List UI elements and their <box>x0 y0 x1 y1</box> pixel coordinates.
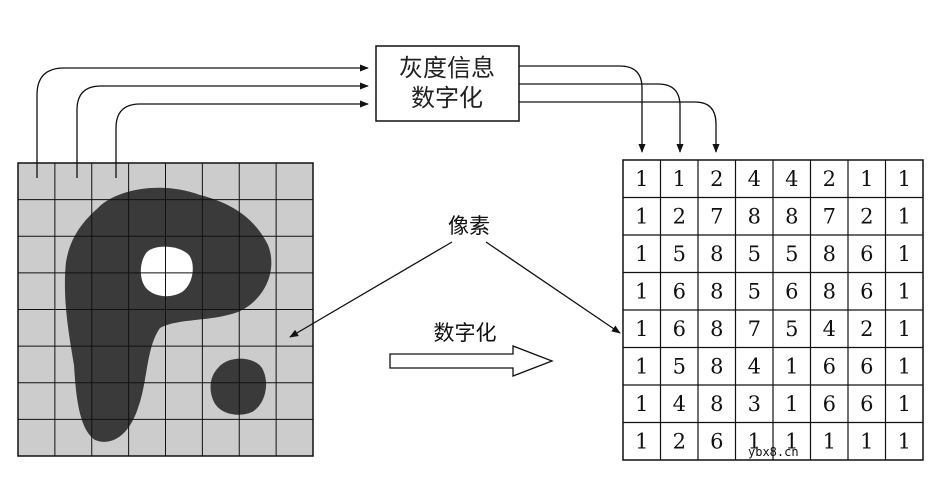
matrix-cell: 6 <box>673 317 686 341</box>
matrix-cell: 1 <box>635 204 648 228</box>
matrix-cell: 6 <box>673 279 686 303</box>
digitize-label: 数字化 <box>434 321 497 345</box>
pixel-image <box>17 162 314 457</box>
matrix-cell: 5 <box>785 242 798 266</box>
input-arrow-2 <box>76 82 369 178</box>
matrix-cell: 6 <box>860 354 873 378</box>
matrix-cell: 8 <box>823 279 836 303</box>
dark-blob-shape <box>64 187 272 442</box>
matrix-cell: 6 <box>710 429 723 453</box>
input-arrow-1 <box>36 64 369 178</box>
output-arrow-1 <box>519 65 646 153</box>
matrix-cell: 7 <box>748 317 761 341</box>
watermark: ybx8.cn <box>748 445 799 459</box>
matrix-cell: 2 <box>673 429 686 453</box>
matrix-cell: 3 <box>748 392 761 416</box>
matrix-cell: 1 <box>898 354 911 378</box>
matrix-cell: 6 <box>785 279 798 303</box>
matrix-cell: 1 <box>898 429 911 453</box>
matrix-cell: 1 <box>898 279 911 303</box>
matrix-cell: 1 <box>673 167 686 191</box>
matrix-cell: 1 <box>635 392 648 416</box>
matrix-cell: 7 <box>823 204 836 228</box>
matrix-cell: 1 <box>785 392 798 416</box>
matrix-cell: 8 <box>710 317 723 341</box>
matrix-cell: 2 <box>860 204 873 228</box>
matrix-cell: 4 <box>785 167 798 191</box>
matrix-cell: 5 <box>748 242 761 266</box>
digitize-callout: 数字化 <box>389 321 554 377</box>
pixel-pointer-left <box>289 241 453 338</box>
matrix-cell: 4 <box>823 317 836 341</box>
matrix-cell: 1 <box>823 429 836 453</box>
matrix-cell: 1 <box>635 354 648 378</box>
matrix-cell: 4 <box>748 354 761 378</box>
matrix-cell: 6 <box>860 242 873 266</box>
matrix-cell: 1 <box>635 317 648 341</box>
matrix-cell: 6 <box>860 392 873 416</box>
matrix-cell: 1 <box>898 204 911 228</box>
pixel-label: 像素 <box>448 214 490 238</box>
output-arrow-2 <box>519 83 684 153</box>
matrix-cell: 1 <box>635 429 648 453</box>
matrix-cell: 6 <box>823 392 836 416</box>
grayscale-digitize-box: 灰度信息 数字化 <box>375 45 520 122</box>
matrix-cell: 7 <box>710 204 723 228</box>
matrix-cell: 5 <box>673 354 686 378</box>
matrix-cell: 2 <box>823 167 836 191</box>
matrix-cell: 1 <box>635 167 648 191</box>
input-arrow-3 <box>115 100 369 178</box>
matrix-cell: 2 <box>710 167 723 191</box>
matrix-cell: 6 <box>823 354 836 378</box>
matrix-cell: 5 <box>748 279 761 303</box>
matrix-cell: 1 <box>860 429 873 453</box>
matrix-cell: 1 <box>785 429 798 453</box>
matrix-cell: 6 <box>860 279 873 303</box>
matrix-cell: 1 <box>635 279 648 303</box>
matrix-cell: 1 <box>898 317 911 341</box>
process-box-line2: 数字化 <box>411 84 483 112</box>
matrix-cell: 5 <box>673 242 686 266</box>
matrix-cell: 1 <box>898 392 911 416</box>
matrix-cell: 1 <box>748 429 761 453</box>
matrix-cell: 8 <box>785 204 798 228</box>
matrix-cell: 2 <box>673 204 686 228</box>
pixel-pointer-right <box>485 241 621 334</box>
matrix-cell: 1 <box>898 242 911 266</box>
process-box-line1: 灰度信息 <box>399 54 495 82</box>
matrix-cell: 8 <box>710 279 723 303</box>
input-arrows <box>36 64 369 178</box>
hole-shape <box>140 246 193 297</box>
matrix-cell: 2 <box>860 317 873 341</box>
matrix-cell: 4 <box>748 167 761 191</box>
matrix-cell: 8 <box>710 354 723 378</box>
matrix-cell: 8 <box>823 242 836 266</box>
matrix-cell: 1 <box>898 167 911 191</box>
matrix-cell: 8 <box>710 392 723 416</box>
output-arrows <box>519 65 720 153</box>
matrix-cell: 8 <box>710 242 723 266</box>
pixel-callout: 像素 <box>289 214 621 338</box>
small-blob-shape <box>210 358 267 415</box>
matrix-cell: 1 <box>635 242 648 266</box>
output-arrow-3 <box>519 101 720 153</box>
matrix-cell: 1 <box>785 354 798 378</box>
matrix-cell: 4 <box>673 392 686 416</box>
image-gridlines <box>18 163 313 456</box>
digitize-block-arrow-icon <box>389 345 554 377</box>
matrix-cell: 8 <box>748 204 761 228</box>
matrix-cell: 5 <box>785 317 798 341</box>
matrix-gridlines <box>623 160 923 460</box>
matrix-cell: 1 <box>860 167 873 191</box>
